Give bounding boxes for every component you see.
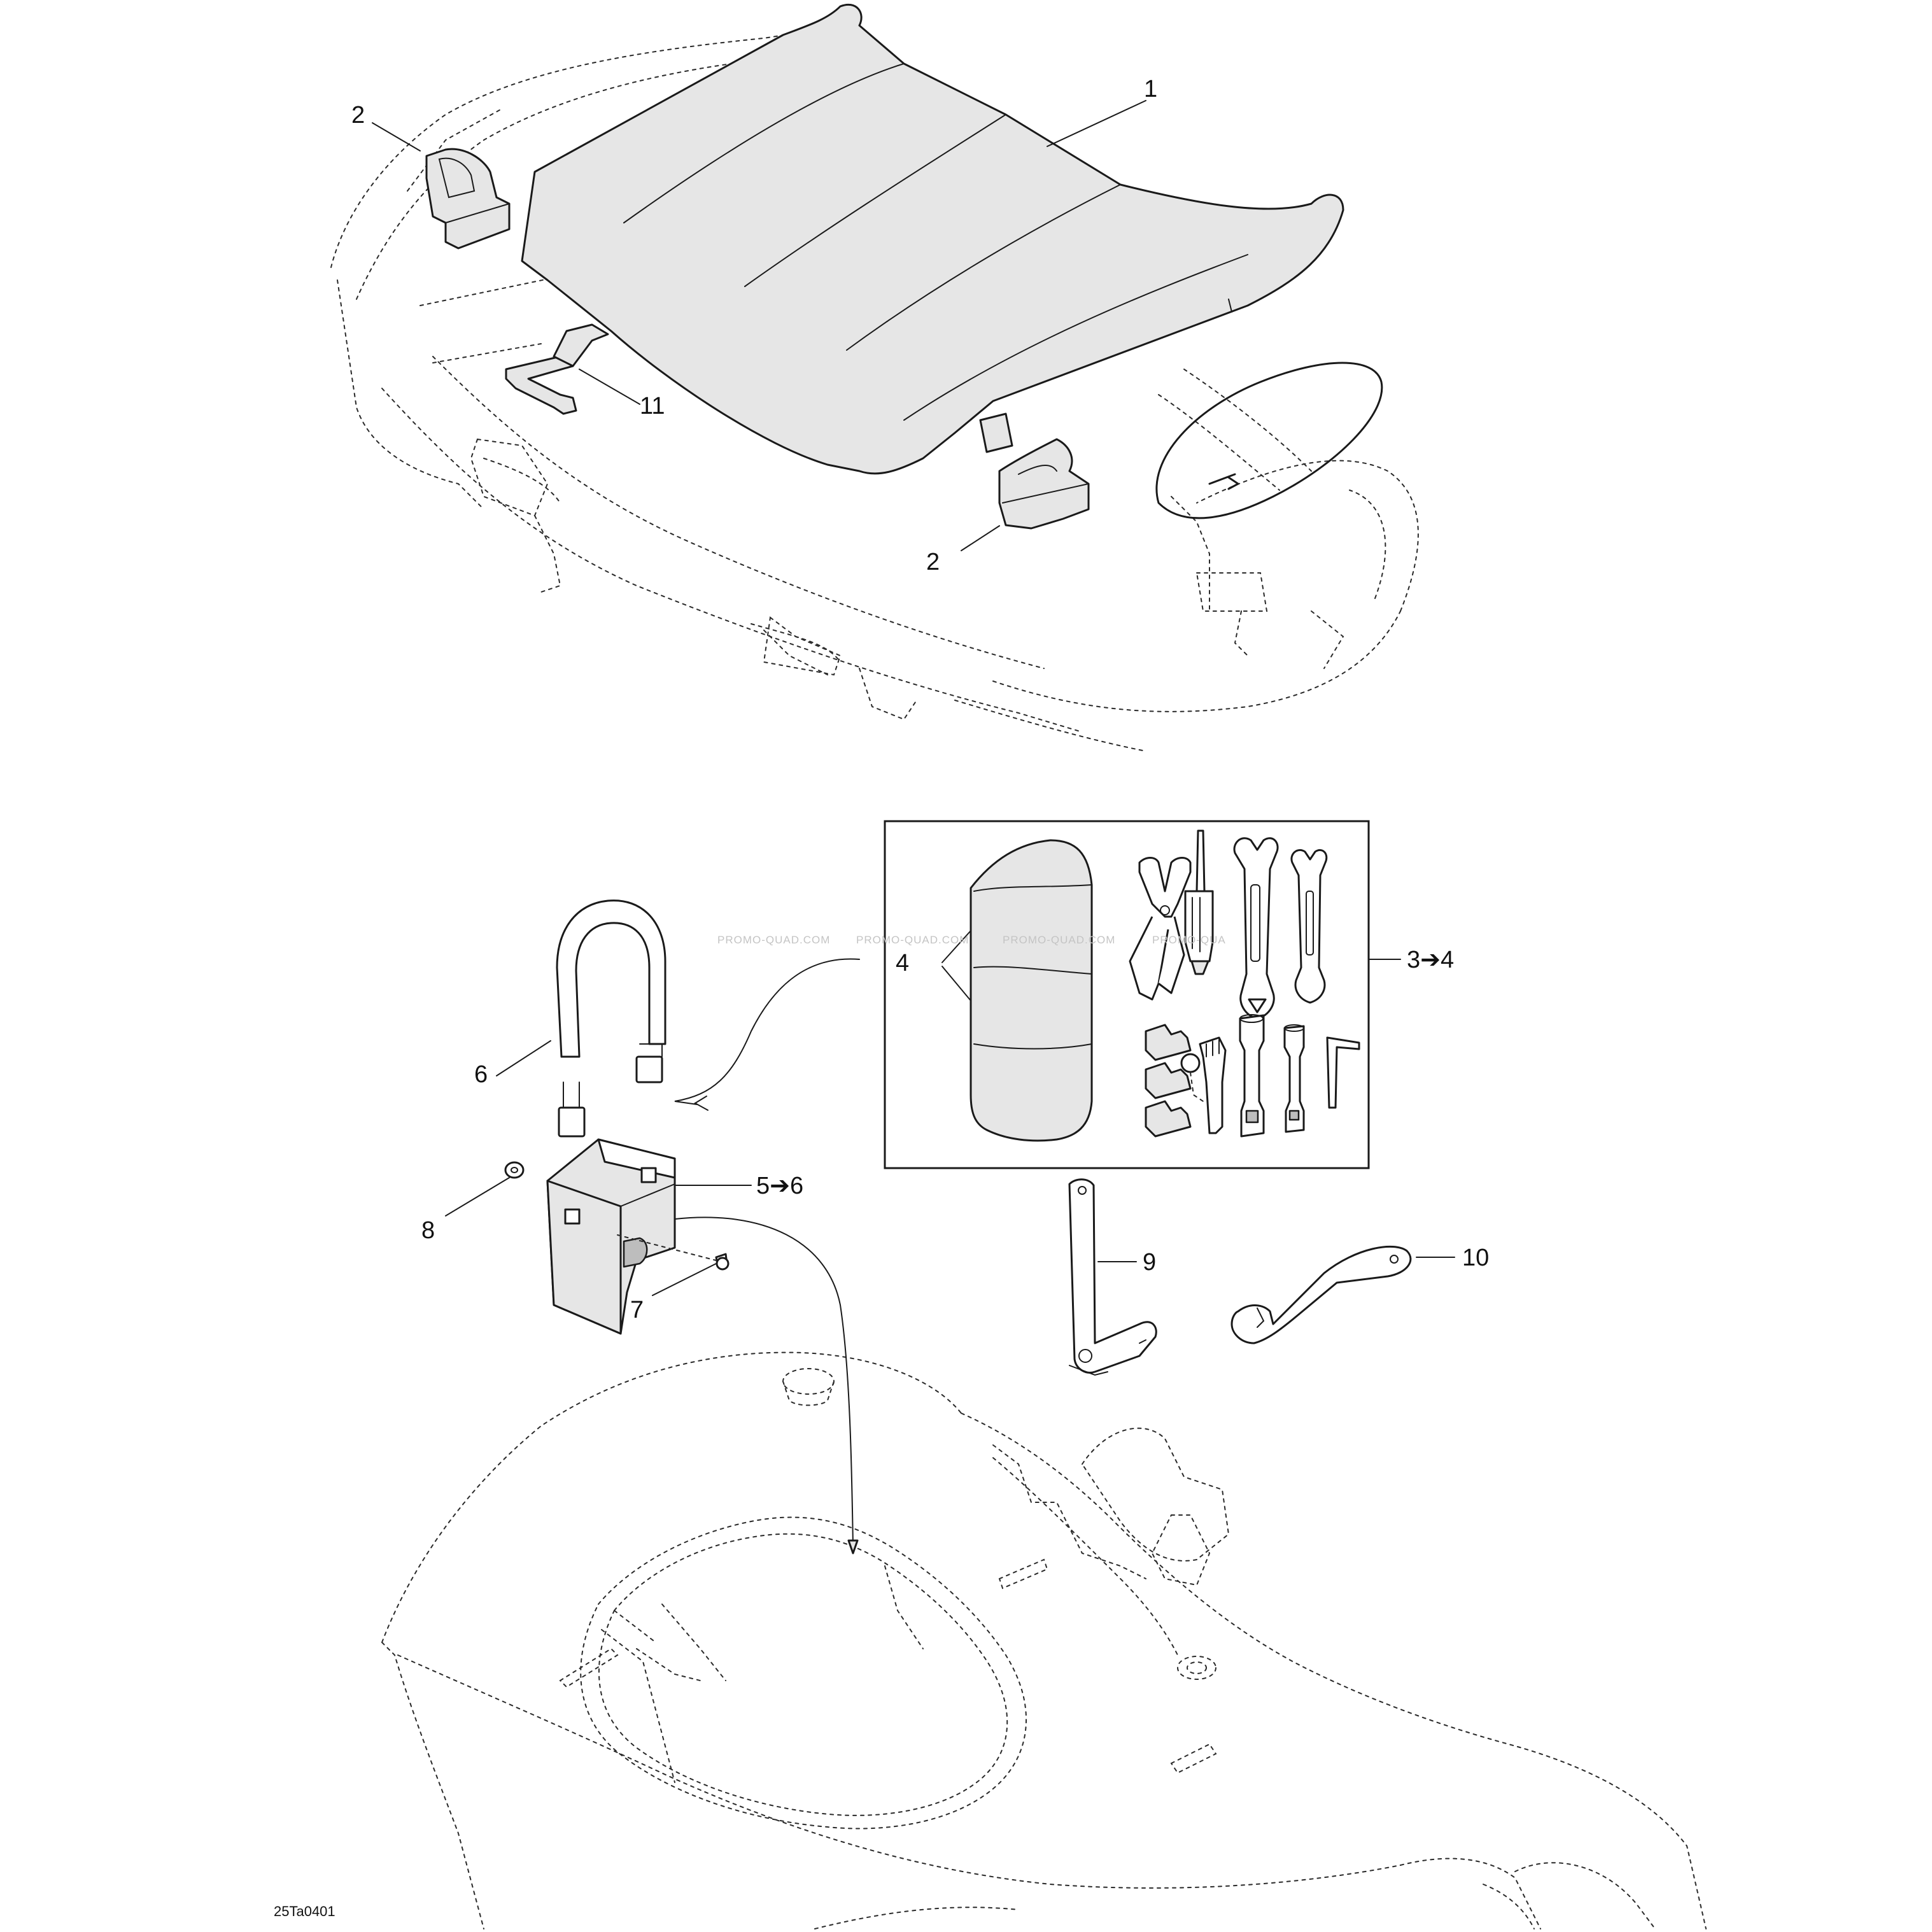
watermark-text: PROMO-QUAD.COM xyxy=(717,934,830,946)
hex-key-icon xyxy=(1326,1036,1360,1109)
callout-10: 10 xyxy=(1462,1245,1489,1271)
tool-pouch xyxy=(970,839,1093,1142)
socket-wrench-large-icon xyxy=(1239,1014,1265,1138)
callout-6: 6 xyxy=(474,1061,488,1088)
rack-handle-latch-right xyxy=(998,438,1090,530)
strap-icon xyxy=(556,899,666,1138)
fuses-icon xyxy=(1145,1024,1192,1138)
tool-l-wrench xyxy=(505,323,609,415)
callout-7: 7 xyxy=(630,1297,644,1323)
pliers-icon xyxy=(1129,857,1192,1001)
washer-icon xyxy=(504,1161,525,1179)
watermark-text: PROMO-QUA xyxy=(1152,934,1226,946)
arrow-holder-to-compartment-head xyxy=(847,1539,859,1555)
leader-lines xyxy=(372,100,1455,1296)
watermark-text: PROMO-QUAD.COM xyxy=(856,934,969,946)
callout-2: 2 xyxy=(351,102,365,129)
seat-latch-clip xyxy=(979,412,1013,453)
callout-3-4: 3➔4 xyxy=(1407,947,1454,973)
callout-5-6: 5➔6 xyxy=(756,1173,803,1199)
storage-compartment-opening xyxy=(580,1516,1027,1830)
arrow-pouch-to-strap-head xyxy=(694,1096,709,1111)
tool-holder-bracket xyxy=(546,1138,676,1335)
callout-8: 8 xyxy=(421,1217,435,1244)
socket-wrench-small-icon xyxy=(1283,1024,1305,1133)
vehicle-body-outline xyxy=(381,1351,1707,1929)
seat-cushion xyxy=(521,3,1344,475)
callout-2: 2 xyxy=(926,549,940,575)
screwdriver-icon xyxy=(1184,829,1214,975)
spanner-lever-icon xyxy=(1068,1178,1157,1376)
hook-spanner-icon xyxy=(1230,1245,1412,1344)
combination-wrench-small-icon xyxy=(1290,849,1328,1004)
callout-1: 1 xyxy=(1144,76,1157,102)
seat-latch-loop xyxy=(1155,362,1383,519)
combination-wrench-large-icon xyxy=(1233,837,1279,1020)
drawing-code: 25Ta0401 xyxy=(274,1903,335,1919)
tool-kit-box xyxy=(884,820,1370,1169)
rivet-axis-line xyxy=(617,1234,717,1261)
callout-4: 4 xyxy=(896,950,909,977)
rack-handle-latch-left xyxy=(425,148,511,250)
arrow-pouch-to-strap xyxy=(674,958,860,1105)
arrow-holder-to-compartment xyxy=(674,1216,854,1548)
spark-plug-gauge-icon xyxy=(1180,1036,1227,1134)
rivet-icon xyxy=(715,1253,730,1271)
watermark-text: PROMO-QUAD.COM xyxy=(1003,934,1115,946)
callout-9: 9 xyxy=(1143,1249,1156,1276)
rack-frame-outline xyxy=(330,25,1419,752)
callout-11: 11 xyxy=(640,393,665,420)
